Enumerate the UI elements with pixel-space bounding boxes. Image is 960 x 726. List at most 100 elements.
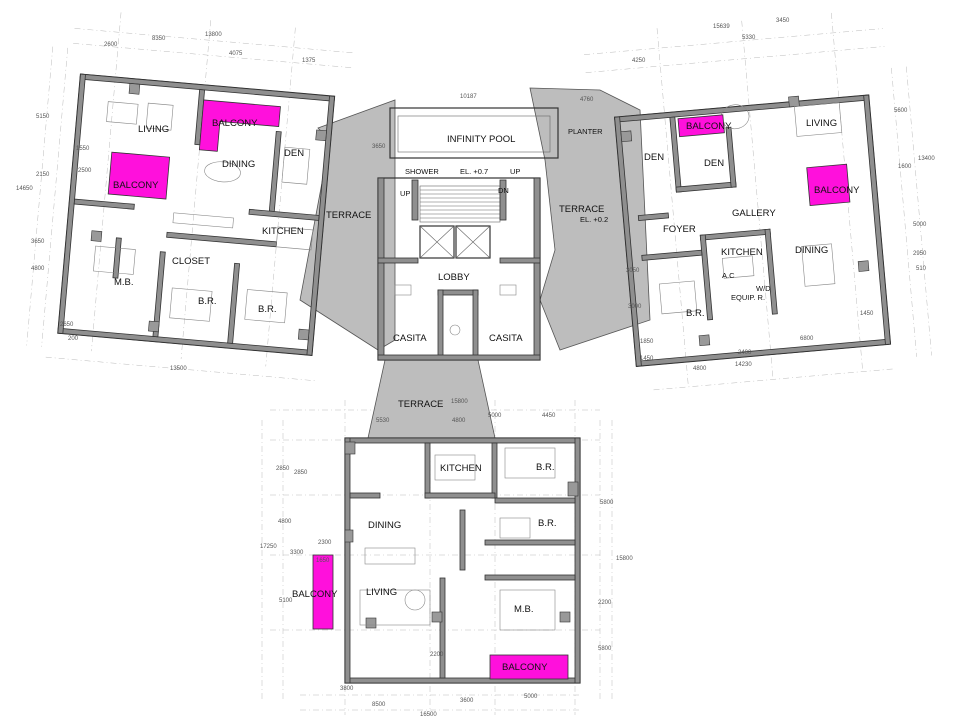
label-mb-nw: M.B.	[114, 277, 134, 288]
label-den-ne-2: DEN	[704, 158, 724, 169]
label-balcony-s-bottom: BALCONY	[502, 662, 548, 673]
label-closet-nw: CLOSET	[172, 256, 210, 267]
label-kitchen-s: KITCHEN	[440, 463, 482, 474]
central-core	[377, 107, 559, 361]
unit-northeast	[613, 94, 892, 367]
dim-nw-top-c: 4075	[229, 51, 243, 57]
dim-ne-right-a: 5600	[894, 108, 908, 114]
balcony-ne-right-shape	[806, 163, 851, 206]
label-terrace-s: TERRACE	[398, 399, 443, 410]
dim-nw-left-e: 14650	[16, 186, 33, 192]
dim-s-right-b: 15800	[616, 556, 633, 562]
dim-nw-left-c: 2500	[78, 168, 92, 174]
dim-s-left-h: 1650	[316, 558, 330, 564]
label-balcony-s-left: BALCONY	[292, 589, 338, 600]
dim-ne-right-e: 2950	[913, 251, 927, 257]
dim-core-top: 10187	[460, 94, 477, 100]
label-balcony-ne-top: BALCONY	[686, 121, 732, 132]
dim-s-right-c: 2200	[598, 600, 612, 606]
dim-s-top-b: 5530	[376, 418, 390, 424]
dim-ne-bottom-d: 6800	[800, 336, 814, 342]
dim-ne-left-a: 3050	[626, 268, 640, 274]
dim-ne-top-c: 5330	[742, 35, 756, 41]
dim-s-bottom-total: 16500	[420, 712, 437, 718]
dim-s-right-d: 5800	[598, 646, 612, 652]
label-equip: EQUIP. R.	[731, 293, 765, 302]
dim-s-top-a: 15800	[451, 399, 468, 405]
label-el-terrace: EL. +0.2	[580, 215, 608, 224]
label-balcony-nw-top: BALCONY	[212, 118, 258, 129]
label-kitchen-ne: KITCHEN	[721, 247, 763, 258]
label-living-s: LIVING	[366, 587, 397, 598]
label-terrace-w: TERRACE	[326, 210, 371, 221]
label-dining-ne: DINING	[795, 245, 828, 256]
dim-s-left-d: 17250	[260, 544, 277, 550]
dim-ne-left-d: 1450	[640, 356, 654, 362]
dim-nw-left-g: 4800	[31, 266, 45, 272]
dim-ne-right-d: 5000	[913, 222, 927, 228]
label-gallery: GALLERY	[732, 208, 776, 219]
dim-ne-right-b: 1600	[898, 164, 912, 170]
unit-south	[312, 437, 581, 684]
label-br-ne: B.R.	[686, 308, 704, 319]
label-living-ne: LIVING	[806, 118, 837, 129]
dim-nw-top-b: 2600	[104, 42, 118, 48]
terraces	[299, 87, 651, 439]
dim-ne-bottom-b: 4800	[693, 366, 707, 372]
dim-nw-top-a: 8350	[152, 36, 166, 42]
dim-s-bottom-d: 8500	[372, 702, 386, 708]
dim-nw-bottom-l: 200	[68, 336, 79, 342]
label-infinity-pool: INFINITY POOL	[447, 134, 515, 145]
dim-s-right-a: 5800	[600, 500, 614, 506]
dim-s-left-b: 2850	[294, 470, 308, 476]
label-dining-nw: DINING	[222, 159, 255, 170]
label-den-ne-1: DEN	[644, 152, 664, 163]
dim-s-left-e: 3300	[290, 550, 304, 556]
dim-ne-left-b: 3000	[628, 304, 642, 310]
label-dining-s: DINING	[368, 520, 401, 531]
label-planter: PLANTER	[568, 127, 603, 136]
balcony-nw-left-shape	[107, 151, 171, 200]
label-den-nw: DEN	[284, 148, 304, 159]
label-shower: SHOWER	[405, 167, 439, 176]
label-casita-1: CASITA	[393, 333, 427, 344]
dim-s-bottom-c: 3600	[460, 698, 474, 704]
balcony-nw-top-shape	[198, 99, 281, 152]
balcony-s-bottom-shape	[489, 654, 569, 680]
dim-s-bottom-a: 3800	[340, 686, 354, 692]
dim-s-left-f: 5100	[279, 598, 293, 604]
dim-ne-right-c: 13400	[918, 156, 935, 162]
dim-s-left-a: 2850	[276, 466, 290, 472]
label-kitchen-nw: KITCHEN	[262, 226, 304, 237]
dim-ne-top-total: 15639	[713, 24, 730, 30]
label-up-2: UP	[510, 167, 520, 176]
dim-s-bottom-b: 5000	[524, 694, 538, 700]
balcony-ne-top-shape	[677, 114, 725, 138]
dim-ne-right-f: 510	[916, 266, 927, 272]
room-labels: LIVING BALCONY DINING DEN BALCONY KITCHE…	[113, 118, 860, 673]
dim-nw-left-d: 2150	[36, 172, 50, 178]
dim-s-left-g: 2300	[318, 540, 332, 546]
dim-ne-bottom-e: 1450	[860, 311, 874, 317]
label-el-pool: EL. +0.7	[460, 167, 488, 176]
label-ac: A.C	[722, 271, 735, 280]
label-br1-nw: B.R.	[198, 296, 216, 307]
dim-ne-bottom-c: 2400	[738, 350, 752, 356]
dim-nw-left-h: 2650	[60, 322, 74, 328]
label-balcony-ne-right: BALCONY	[814, 185, 860, 196]
dim-ne-bottom-a: 14230	[735, 362, 752, 368]
label-living-nw: LIVING	[138, 124, 169, 135]
dim-ne-top-a: 3450	[776, 18, 790, 24]
label-balcony-nw-left: BALCONY	[113, 180, 159, 191]
dim-nw-top-d: 1375	[302, 58, 316, 64]
dim-s-left-i: 2200	[430, 652, 444, 658]
label-foyer: FOYER	[663, 224, 696, 235]
label-br2-nw: B.R.	[258, 304, 276, 315]
dim-s-top-d: 5000	[488, 413, 502, 419]
dim-s-left-c: 4800	[278, 519, 292, 525]
label-dn: DN	[498, 186, 509, 195]
grid-lines	[26, 12, 932, 715]
label-up-1: UP	[400, 189, 410, 198]
balcony-s-left-shape	[312, 554, 334, 630]
